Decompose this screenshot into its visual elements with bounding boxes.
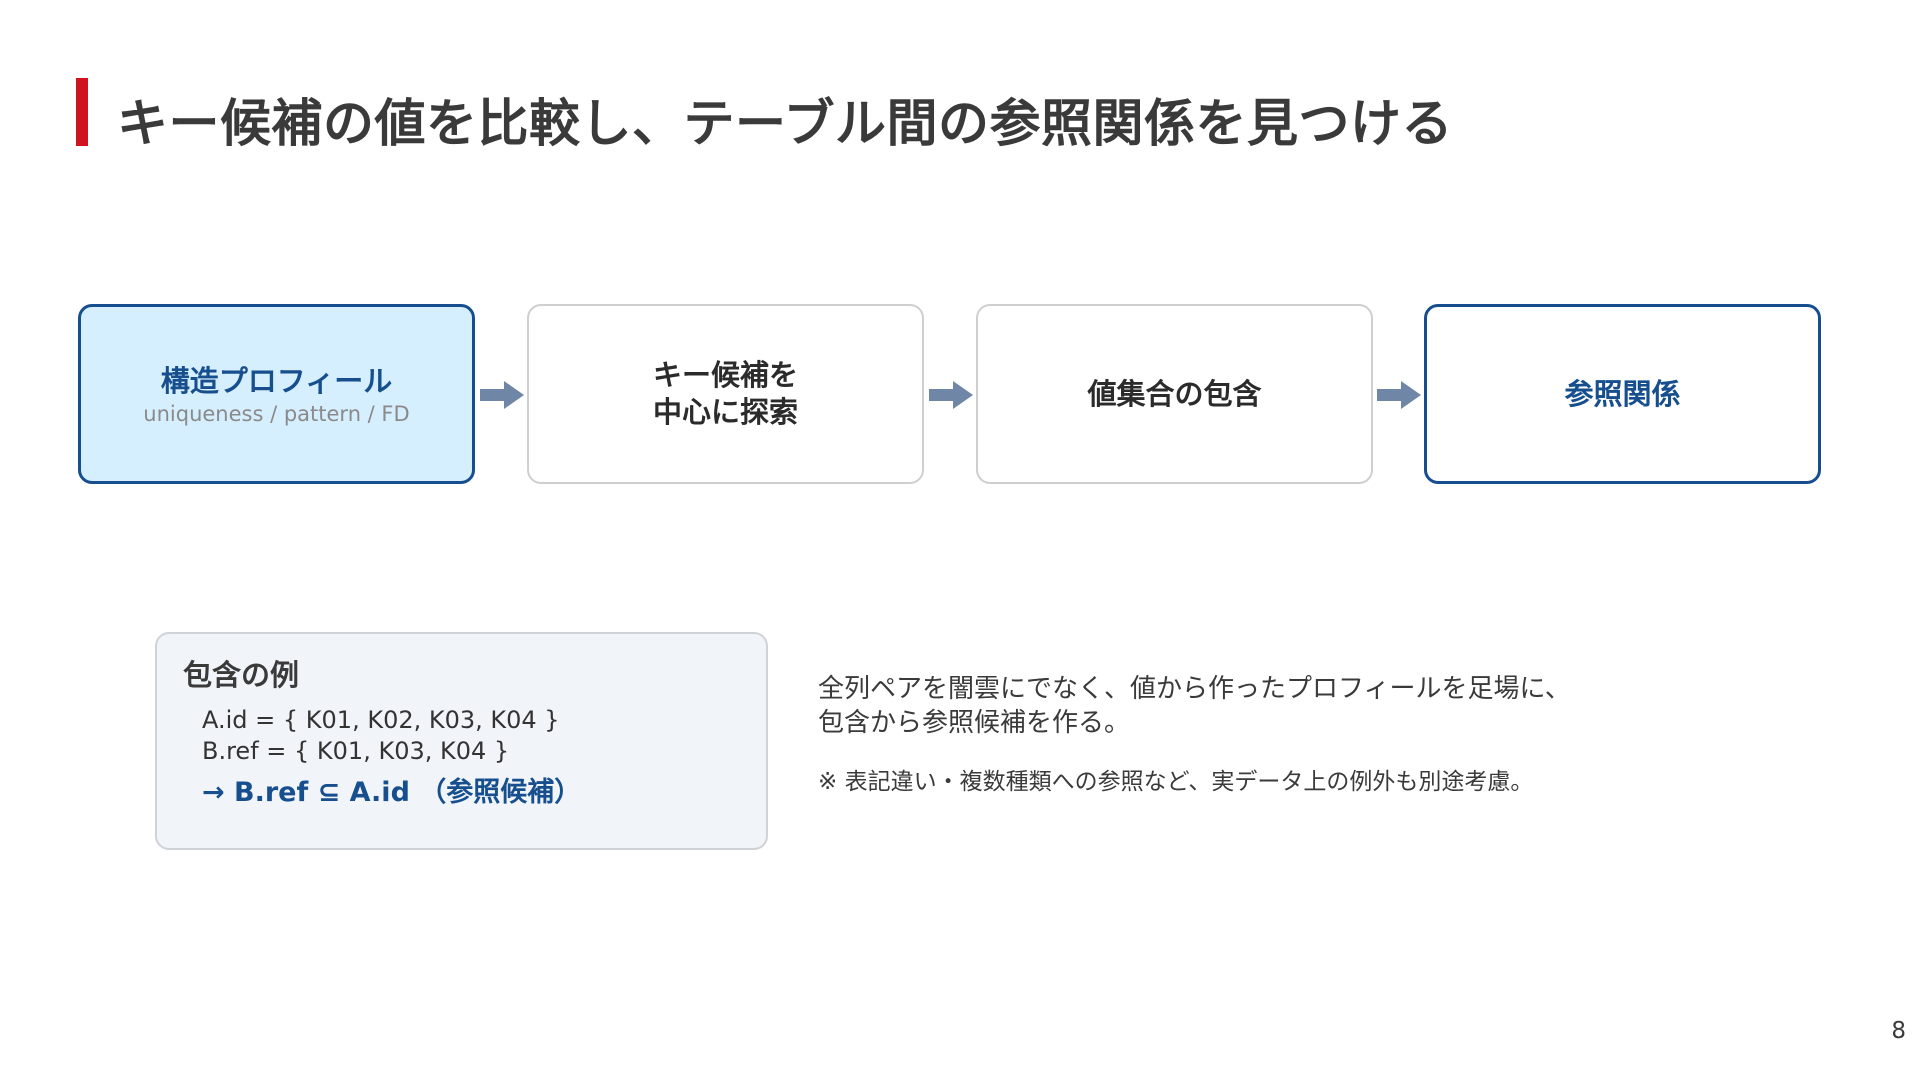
arrow-right-icon [1377, 381, 1421, 409]
flow-step-structure-profile: 構造プロフィール uniqueness / pattern / FD [78, 304, 475, 484]
inclusion-example-box: 包含の例 A.id = { K01, K02, K03, K04 } B.ref… [155, 632, 768, 850]
description-line2: 包含から参照候補を作る。 [818, 708, 1131, 738]
arrow-right-icon [480, 381, 524, 409]
flow-step-label-line2: 中心に探索 [652, 395, 798, 429]
example-title: 包含の例 [183, 658, 300, 692]
description-text: 全列ペアを闇雲にでなく、値から作ったプロフィールを足場に、 包含から参照候補を作… [818, 672, 1571, 740]
flow-step-label: 値集合の包含 [1087, 376, 1262, 411]
flow-step-label-line1: キー候補を [652, 358, 798, 392]
example-line-a-id: A.id = { K01, K02, K03, K04 } [202, 706, 560, 734]
example-line-b-ref: B.ref = { K01, K03, K04 } [202, 737, 510, 765]
page-number: 8 [1891, 1018, 1906, 1044]
arrow-right-icon [929, 381, 973, 409]
example-conclusion: → B.ref ⊆ A.id （参照候補） [202, 777, 582, 808]
flow-step-value-inclusion: 値集合の包含 [976, 304, 1373, 484]
flow-step-reference-relation: 参照関係 [1424, 304, 1821, 484]
description-line1: 全列ペアを闇雲にでなく、値から作ったプロフィールを足場に、 [818, 674, 1571, 704]
page-title: キー候補の値を比較し、テーブル間の参照関係を見つける [117, 95, 1453, 154]
flow-step-key-candidates: キー候補を 中心に探索 [527, 304, 924, 484]
title-accent-bar [76, 78, 88, 146]
description-note: ※ 表記違い・複数種類への参照など、実データ上の例外も別途考慮。 [818, 769, 1534, 795]
flow-step-sublabel: uniqueness / pattern / FD [143, 401, 410, 426]
flow-step-label: 構造プロフィール [160, 363, 393, 398]
flow-step-label: 参照関係 [1564, 376, 1681, 411]
